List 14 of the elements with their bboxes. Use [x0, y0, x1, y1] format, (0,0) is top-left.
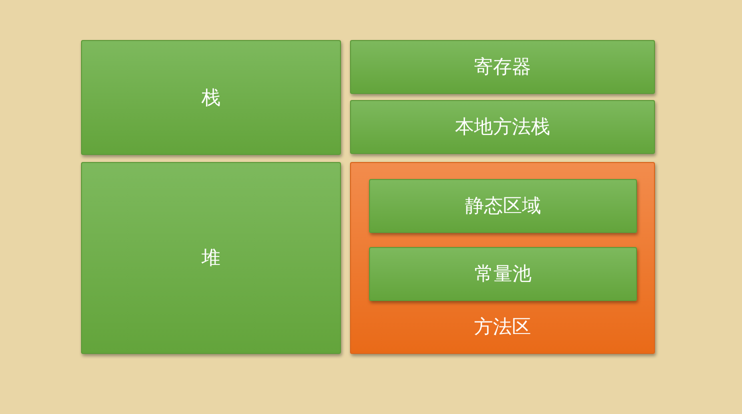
memory-area-panel [350, 162, 655, 354]
block-label: 静态区域 [464, 194, 542, 218]
memory-block [81, 162, 341, 354]
block-label: 堆 [200, 246, 222, 270]
block-label: 本地方法栈 [454, 115, 551, 139]
memory-block [350, 40, 655, 94]
panel-title: 方法区 [473, 315, 532, 339]
memory-block [350, 100, 655, 154]
memory-block [369, 179, 637, 233]
block-label: 栈 [200, 86, 222, 110]
block-label: 常量池 [474, 262, 532, 286]
memory-block [369, 247, 637, 301]
memory-block [81, 40, 341, 155]
block-label: 寄存器 [473, 55, 532, 79]
